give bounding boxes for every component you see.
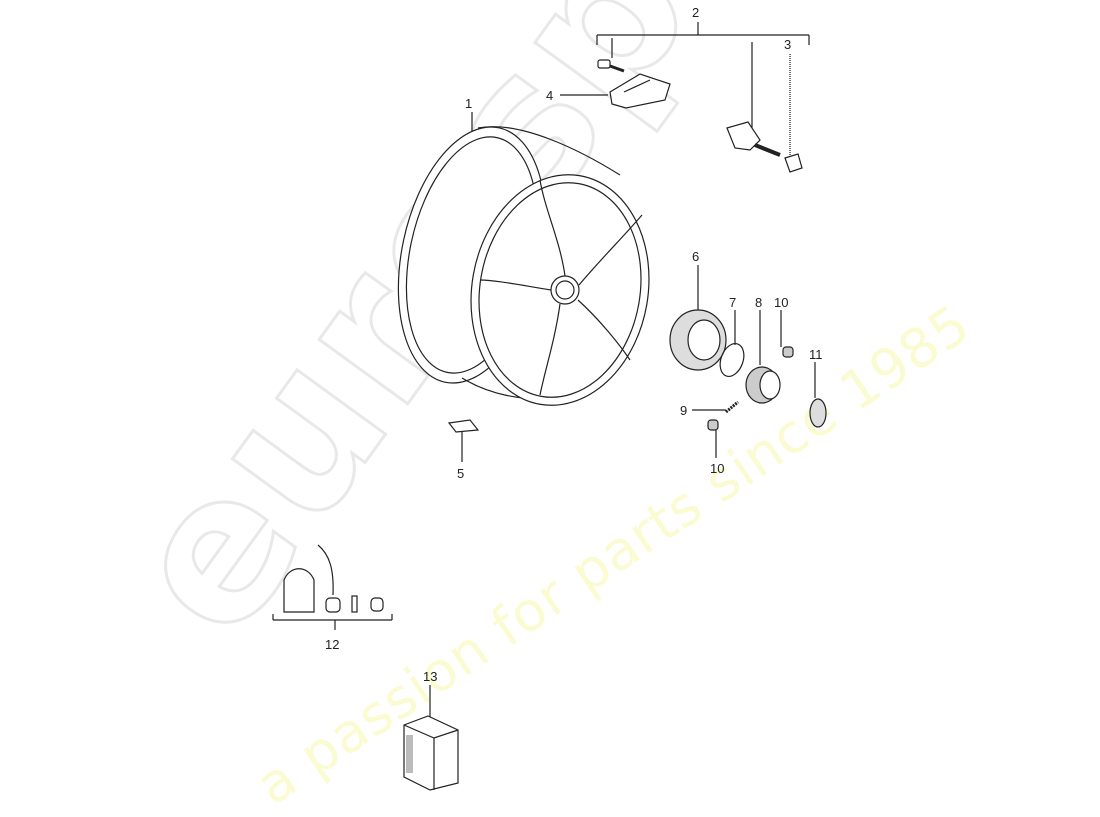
bracket-2 — [596, 22, 810, 158]
callout-5[interactable]: 5 — [457, 466, 465, 481]
callout-4[interactable]: 4 — [546, 88, 554, 103]
callout-1[interactable]: 1 — [465, 96, 473, 111]
callout-10-bottom[interactable]: 10 — [710, 461, 725, 476]
callout-2[interactable]: 2 — [692, 5, 700, 20]
callout-11[interactable]: 11 — [809, 347, 823, 362]
callout-12[interactable]: 12 — [325, 637, 340, 652]
wheel-icon — [397, 112, 650, 406]
callout-10-top[interactable]: 10 — [774, 295, 789, 310]
diagram-artwork — [272, 22, 827, 791]
tyre-pressure-sensor-icon — [560, 59, 671, 109]
sealant-kit-icon — [272, 544, 393, 630]
callout-13[interactable]: 13 — [423, 669, 438, 684]
callout-6[interactable]: 6 — [692, 249, 700, 264]
callout-7[interactable]: 7 — [729, 295, 737, 310]
callout-3[interactable]: 3 — [784, 37, 792, 52]
balance-weight-icon — [447, 419, 480, 462]
control-unit-icon — [403, 685, 459, 791]
callout-8[interactable]: 8 — [755, 295, 763, 310]
callout-9[interactable]: 9 — [680, 403, 688, 418]
valve-stem-icon — [726, 121, 803, 173]
parts-diagram: eurospares a passion for parts since 198… — [79, 0, 1037, 817]
hub-cap-icon — [669, 265, 827, 458]
